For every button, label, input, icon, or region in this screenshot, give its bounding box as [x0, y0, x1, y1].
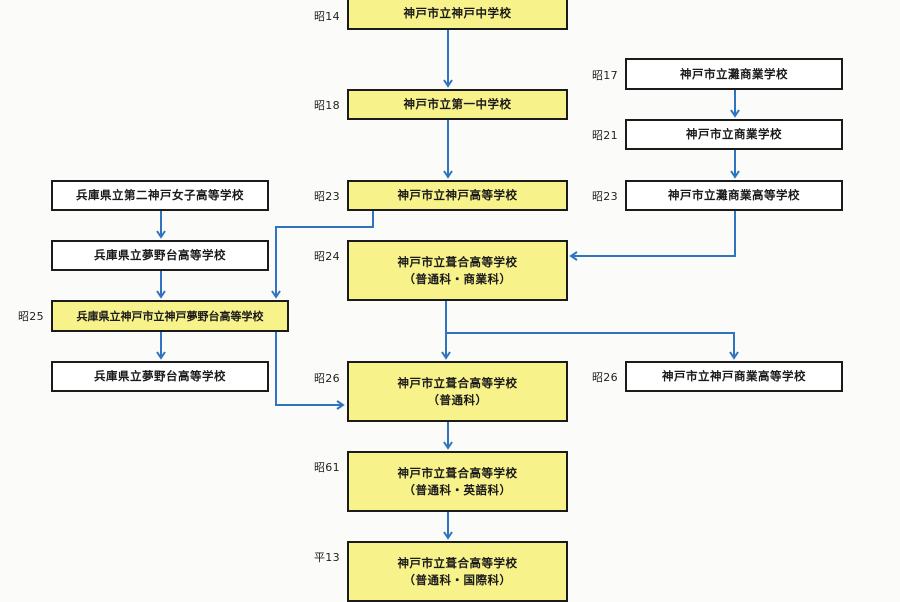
- school-name: 神戸市立神戸高等学校: [397, 188, 518, 202]
- school-name: 神戸市立商業学校: [686, 127, 782, 141]
- school-name: 兵庫県立神戸市立神戸夢野台高等学校: [76, 309, 264, 323]
- era-label: 昭23: [314, 190, 340, 203]
- school-name: 兵庫県立第二神戸女子高等学校: [76, 188, 244, 202]
- school-box-fukiai-24: 神戸市立葺合高等学校 （普通科・商業科）: [347, 240, 568, 301]
- school-box-fukiai-26: 神戸市立葺合高等学校 （普通科）: [347, 361, 568, 422]
- school-box-fukiai-h13: 神戸市立葺合高等学校 （普通科・国際科）: [347, 541, 568, 602]
- era-label: 昭18: [314, 99, 340, 112]
- school-box-nada-shogyo-ko: 神戸市立灘商業高等学校: [625, 180, 843, 211]
- school-name: 神戸市立葺合高等学校: [397, 465, 518, 480]
- school-box-daiichi-chu: 神戸市立第一中学校: [347, 89, 568, 120]
- school-name: 神戸市立葺合高等学校: [397, 555, 518, 570]
- school-box-yumenodai-2: 兵庫県立夢野台高等学校: [51, 361, 269, 392]
- school-box-shogyo: 神戸市立商業学校: [625, 119, 843, 150]
- school-name: 神戸市立灘商業学校: [680, 66, 788, 81]
- school-box-kobe-ko: 神戸市立神戸高等学校: [347, 180, 568, 211]
- course-list: （普通科・商業科）: [403, 271, 512, 286]
- school-name: 兵庫県立夢野台高等学校: [94, 369, 226, 383]
- era-label: 平13: [314, 551, 340, 564]
- era-label: 昭61: [314, 461, 340, 474]
- era-label: 昭17: [592, 69, 618, 82]
- era-label: 昭21: [592, 129, 618, 142]
- school-box-kobe-shogyo-ko: 神戸市立神戸商業高等学校: [625, 361, 843, 392]
- era-label: 昭14: [314, 10, 340, 23]
- school-box-kobe-chu: 神戸市立神戸中学校: [347, 0, 568, 30]
- school-box-fukiai-61: 神戸市立葺合高等学校 （普通科・英語科）: [347, 451, 568, 512]
- school-name: 神戸市立神戸商業高等学校: [662, 369, 806, 383]
- school-name: 神戸市立灘商業高等学校: [668, 188, 800, 202]
- school-name: 神戸市立第一中学校: [403, 97, 512, 111]
- school-name: 神戸市立神戸中学校: [403, 5, 512, 20]
- arrow-nada-shogyo-ko-to-fukiai-24: [569, 210, 736, 261]
- school-box-kobe-yumenodai: 兵庫県立神戸市立神戸夢野台高等学校: [51, 300, 289, 332]
- school-box-yumenodai-1: 兵庫県立夢野台高等学校: [51, 240, 269, 271]
- school-box-nada-shogyo: 神戸市立灘商業学校: [625, 58, 843, 90]
- arrow-kobe-ko-to-kobe-yumenodai: [271, 210, 374, 299]
- era-label: 昭23: [592, 190, 618, 203]
- course-list: （普通科）: [427, 392, 488, 407]
- school-name: 兵庫県立夢野台高等学校: [94, 248, 226, 262]
- school-name: 神戸市立葺合高等学校: [397, 375, 518, 390]
- course-list: （普通科・英語科）: [403, 482, 512, 497]
- era-label: 昭25: [18, 310, 44, 323]
- arrow-fukiai-24-to-kobe-shogyo-ko: [446, 332, 739, 360]
- school-box-daini-joshi: 兵庫県立第二神戸女子高等学校: [51, 180, 269, 211]
- course-list: （普通科・国際科）: [403, 572, 512, 587]
- arrow-kobe-yumenodai-to-fukiai-26: [275, 331, 345, 410]
- era-label: 昭24: [314, 250, 340, 263]
- era-label: 昭26: [592, 371, 618, 384]
- era-label: 昭26: [314, 372, 340, 385]
- school-name: 神戸市立葺合高等学校: [397, 254, 518, 269]
